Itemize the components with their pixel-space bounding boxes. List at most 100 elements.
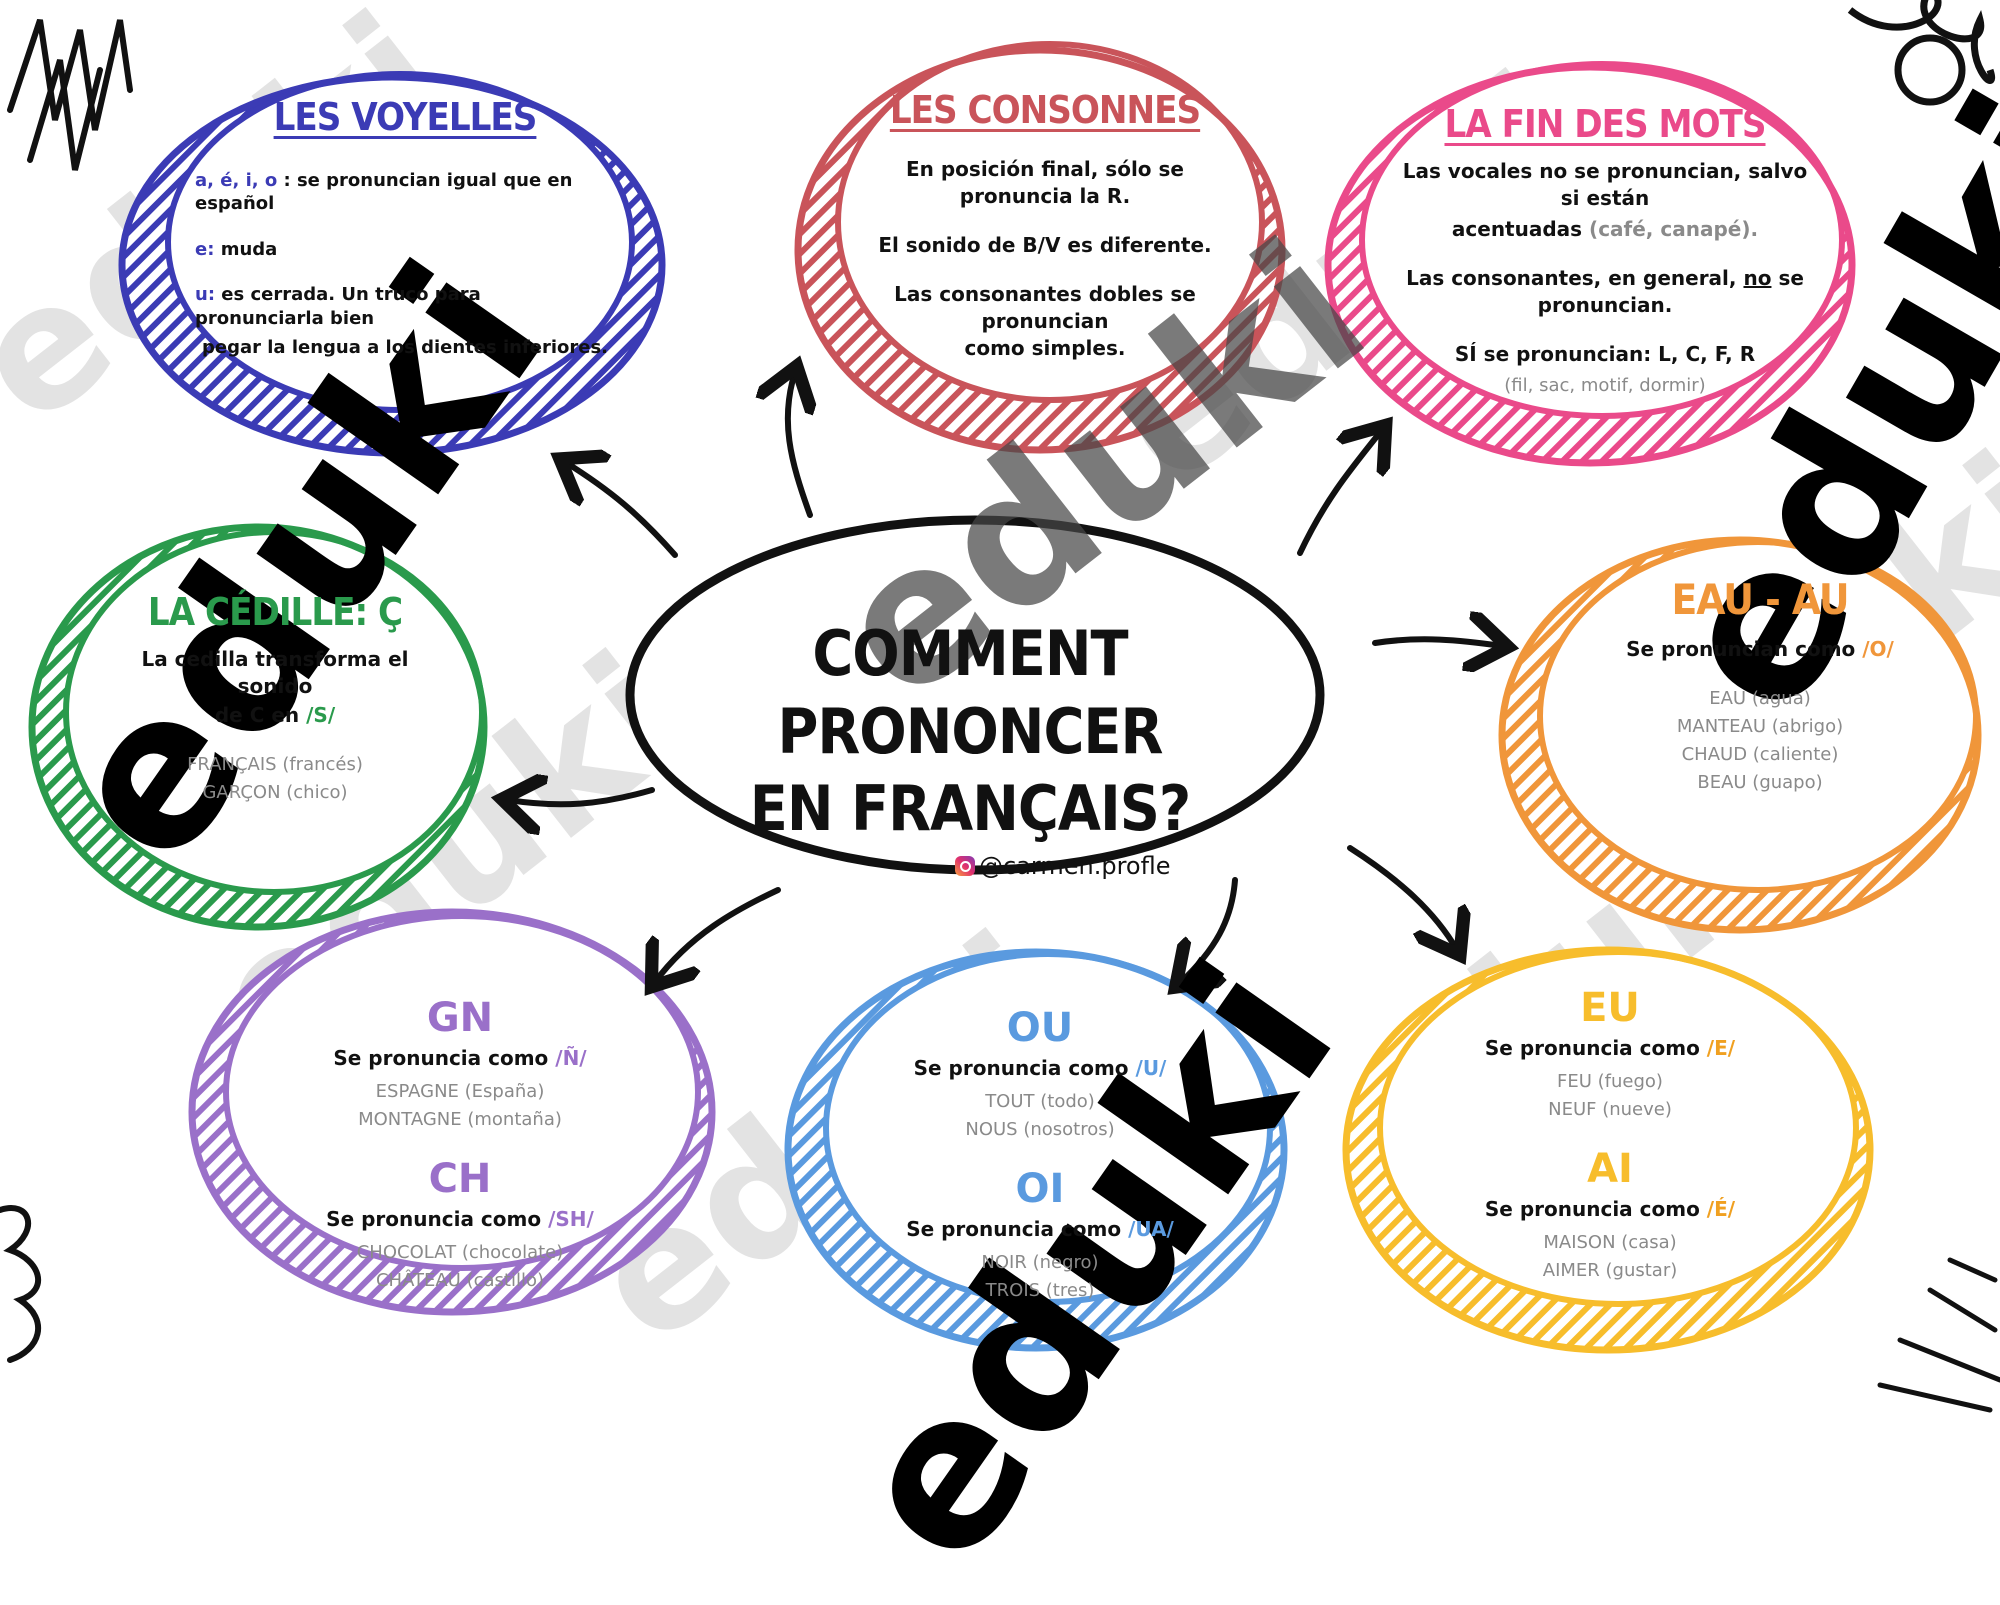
ch-sound: /SH/ <box>548 1206 594 1231</box>
ou-example: NOUS (nosotros) <box>965 1118 1115 1140</box>
vowel-key: u: <box>195 284 216 306</box>
ch-example: CHOCOLAT (chocolate) <box>356 1241 564 1263</box>
scribble-top-right <box>1847 0 1996 106</box>
node-title: EAU - AU <box>1671 575 1849 624</box>
ch-example: CHÂTEAU (castillo) <box>375 1269 545 1291</box>
oi-sound: /UA/ <box>1128 1216 1174 1241</box>
gn-sound: /Ñ/ <box>555 1046 587 1070</box>
eau-example: BEAU (guapo) <box>1697 771 1823 793</box>
center-title-line1: COMMENT PRONONCER <box>777 617 1163 768</box>
eu-example: NEUF (nueve) <box>1548 1098 1672 1120</box>
node-title: LES VOYELLES <box>273 95 538 139</box>
ai-example: AIMER (gustar) <box>1542 1259 1678 1281</box>
gn-example: ESPAGNE (España) <box>375 1081 545 1102</box>
oi-rule: Se pronuncia como <box>906 1216 1122 1241</box>
arrow-to-eau <box>1372 639 1502 646</box>
arrow-to-ou <box>1180 877 1238 983</box>
cedille-rule: La cedilla transforma el sonido <box>141 647 409 698</box>
circle-voyelles <box>118 71 666 457</box>
arrow-to-voyelles <box>565 462 678 558</box>
ou-sound: /U/ <box>1135 1056 1167 1080</box>
instagram-handle: @carmen.profle <box>955 852 1170 880</box>
ending-rule: acentuadas <box>1451 217 1583 241</box>
ending-example: (fil, sac, motif, dormir) <box>1504 375 1706 396</box>
eau-rule: Se pronuncian como <box>1626 637 1856 661</box>
consonant-rule: como simples. <box>964 336 1126 360</box>
consonant-rule: En posición final, sólo se pronuncia la … <box>906 157 1184 208</box>
ending-rule: Las vocales no se pronuncian, salvo si e… <box>1402 159 1808 210</box>
consonant-rule: Las consonantes dobles se pronuncian <box>894 282 1196 333</box>
circle-consonnes <box>794 41 1286 454</box>
node-eau: EAU - AU Se pronuncian como /O/ EAU (agu… <box>1600 575 1920 797</box>
ai-rule: Se pronuncia como <box>1484 1196 1700 1221</box>
eau-example: CHAUD (caliente) <box>1681 743 1839 765</box>
circle-gn <box>188 908 716 1316</box>
node-eu: EU Se pronuncia como /E/ FEU (fuego) NEU… <box>1450 985 1770 1285</box>
vowel-rule: pegar la lengua a los dientes inferiores… <box>201 336 609 358</box>
vowel-rule: : se pronuncian igual que en español <box>195 170 573 215</box>
circle-ou <box>784 948 1288 1352</box>
center-title-line2: EN FRANÇAIS? <box>749 772 1192 845</box>
node-title: CH <box>428 1155 492 1202</box>
eau-sound: /O/ <box>1862 637 1894 661</box>
node-cedille: LA CÉDILLE: Ç La cedilla transforma el s… <box>110 590 440 807</box>
gn-rule: Se pronuncia como <box>333 1046 549 1070</box>
vowel-key: e: <box>195 238 215 260</box>
ou-rule: Se pronuncia como <box>913 1056 1129 1080</box>
ending-rule: Las consonantes, en general, <box>1406 266 1737 290</box>
node-title: LES CONSONNES <box>889 88 1201 132</box>
cedille-sound: /S/ <box>306 703 336 727</box>
eu-example: FEU (fuego) <box>1557 1071 1663 1092</box>
oi-example: NOIR (negro) <box>981 1251 1099 1273</box>
consonant-rule: El sonido de B/V es diferente. <box>878 233 1212 257</box>
scribble-top-left <box>7 19 133 171</box>
vowel-rule: es cerrada. Un truco para pronunciarla b… <box>195 284 481 329</box>
ai-sound: /É/ <box>1706 1196 1736 1221</box>
scribble-bottom-left <box>0 1205 42 1363</box>
ou-example: TOUT (todo) <box>985 1091 1095 1112</box>
circle-fin <box>1324 61 1856 467</box>
connector-arrows <box>508 372 1502 983</box>
vowel-key: a, é, i, o <box>195 170 278 191</box>
handle-text: @carmen.profle <box>979 852 1171 880</box>
node-title: EU <box>1580 985 1640 1031</box>
node-title: OU <box>1006 1005 1074 1051</box>
gn-example: MONTAGNE (montaña) <box>358 1108 562 1130</box>
arrow-to-consonnes <box>788 372 810 518</box>
node-title: LA CÉDILLE: Ç <box>147 590 403 634</box>
eu-sound: /E/ <box>1706 1036 1736 1060</box>
mind-map-graphics <box>0 0 2000 1413</box>
node-gn: GN Se pronuncia como /Ñ/ ESPAGNE (España… <box>300 995 620 1295</box>
ending-rule: se pronuncian. <box>1537 266 1804 317</box>
scribble-bottom-right <box>1877 1257 2000 1413</box>
ending-example: (café, canapé). <box>1589 217 1759 241</box>
node-voyelles: LES VOYELLES a, é, i, o : se pronuncian … <box>195 95 615 359</box>
arrow-to-fin <box>1297 430 1382 556</box>
vowel-rule: muda <box>220 238 278 260</box>
node-title: AI <box>1587 1145 1633 1192</box>
cedille-rule: de C en <box>214 703 300 727</box>
arrow-to-gn <box>655 887 781 982</box>
ch-rule: Se pronuncia como <box>326 1206 542 1231</box>
node-fin: LA FIN DES MOTS Las vocales no se pronun… <box>1395 102 1815 400</box>
cedille-example: FRANÇAIS (francés) <box>187 754 363 775</box>
node-consonnes: LES CONSONNES En posición final, sólo se… <box>850 88 1240 384</box>
instagram-icon <box>955 856 975 876</box>
center-title: COMMENT PRONONCER EN FRANÇAIS? <box>640 615 1300 848</box>
arrow-to-eu <box>1347 845 1457 950</box>
circle-eau <box>1498 536 1982 934</box>
arrow-to-cedille <box>508 790 655 804</box>
node-title: OI <box>1015 1165 1065 1212</box>
eau-example: EAU (agua) <box>1709 688 1811 709</box>
circle-cedille <box>28 523 488 931</box>
ending-rule: SÍ se pronuncian: L, C, F, R <box>1454 342 1756 366</box>
circle-eu <box>1342 946 1874 1354</box>
eu-rule: Se pronuncia como <box>1484 1036 1700 1060</box>
node-title: LA FIN DES MOTS <box>1444 102 1766 146</box>
cedille-example: GARÇON (chico) <box>202 781 348 803</box>
oi-example: TROIS (tres) <box>985 1279 1095 1301</box>
ending-emphasis: no <box>1743 266 1772 290</box>
center-ellipse <box>625 515 1325 875</box>
ai-example: MAISON (casa) <box>1543 1231 1677 1253</box>
node-title: GN <box>426 995 494 1041</box>
